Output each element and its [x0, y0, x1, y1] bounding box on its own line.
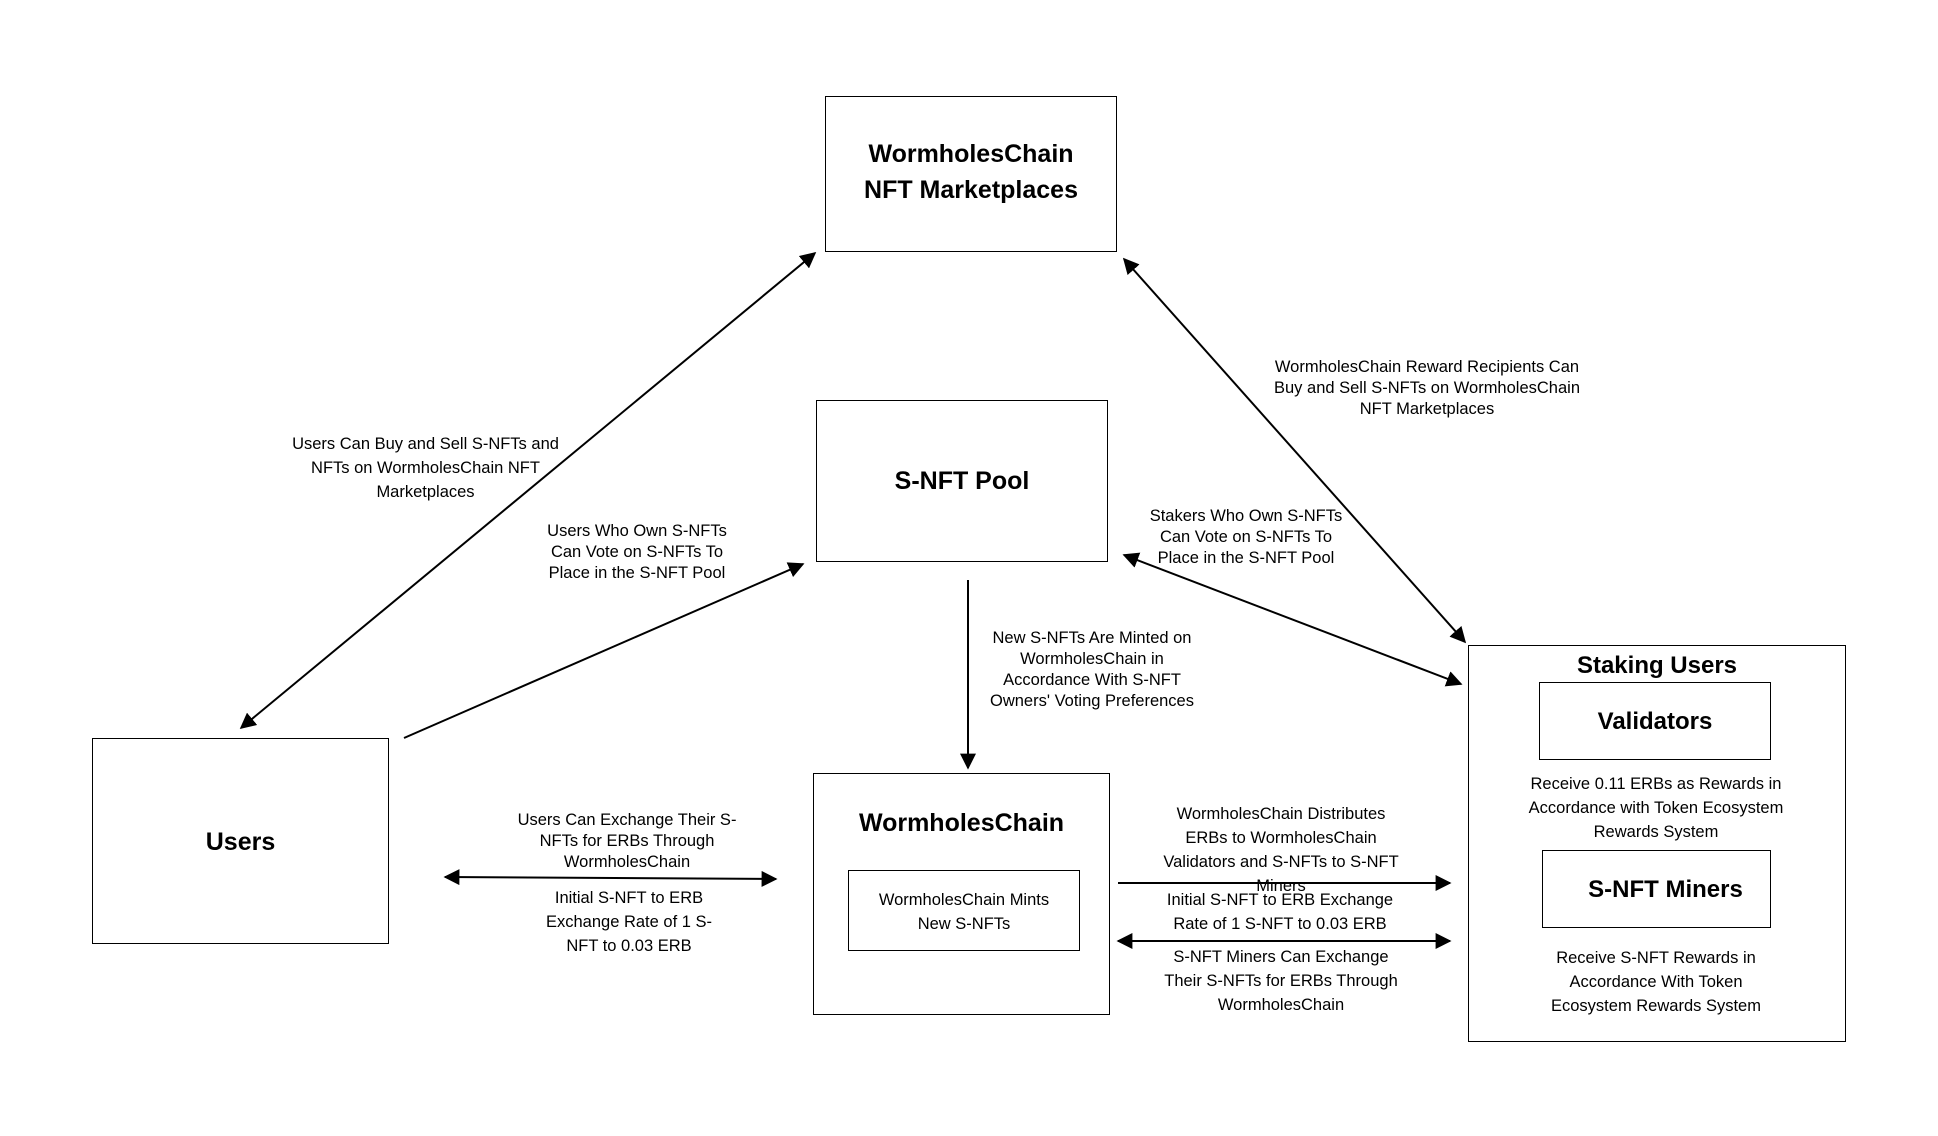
arrow-pool-staking	[1122, 552, 1463, 687]
miners-title: S-NFT Miners	[1588, 876, 1743, 903]
pool-title: S-NFT Pool	[894, 467, 1030, 495]
chain-title: WormholesChain	[858, 809, 1065, 837]
users-title: Users	[205, 828, 276, 856]
pool-box	[816, 400, 1108, 562]
chain-mints-label: WormholesChain Mints New S-NFTs	[878, 891, 1050, 933]
validators-reward-label: Receive 0.11 ERBs as Rewards in Accordan…	[1528, 775, 1784, 841]
marketplaces-title: WormholesChain NFT Marketplaces	[864, 140, 1078, 204]
users-box	[92, 738, 389, 944]
users-vote-label: Users Who Own S-NFTs Can Vote on S-NFTs …	[547, 522, 727, 582]
validators-title: Validators	[1597, 708, 1713, 735]
marketplaces-box	[825, 96, 1117, 252]
stakers-vote-label: Stakers Who Own S-NFTs Can Vote on S-NFT…	[1149, 507, 1343, 567]
distributes-label: WormholesChain Distributes ERBs to Wormh…	[1163, 805, 1399, 895]
miners-box	[1542, 850, 1771, 928]
miners-reward-label: Receive S-NFT Rewards in Accordance With…	[1551, 949, 1761, 1015]
arrow-users-marketplaces	[239, 251, 817, 730]
users-buy-sell-label: Users Can Buy and Sell S-NFTs and NFTs o…	[292, 435, 559, 501]
arrow-users-pool	[403, 562, 805, 739]
validators-box	[1539, 682, 1771, 760]
staking-title: Staking Users	[1576, 652, 1738, 679]
miners-exchange-label: S-NFT Miners Can Exchange Their S-NFTs f…	[1164, 948, 1398, 1014]
users-exchange-label: Users Can Exchange Their S-NFTs for ERBs…	[517, 811, 737, 871]
chain-mints-box	[848, 870, 1080, 951]
chain-rate-label: Initial S-NFT to ERB Exchange Rate of 1 …	[1166, 891, 1394, 933]
arrow-marketplaces-staking	[1122, 257, 1467, 644]
arrow-users-chain	[443, 869, 778, 887]
users-rate-label: Initial S-NFT to ERB Exchange Rate of 1 …	[545, 889, 712, 955]
reward-recipients-label: WormholesChain Reward Recipients Can Buy…	[1274, 358, 1580, 418]
minted-label: New S-NFTs Are Minted on WormholesChain …	[989, 629, 1194, 710]
